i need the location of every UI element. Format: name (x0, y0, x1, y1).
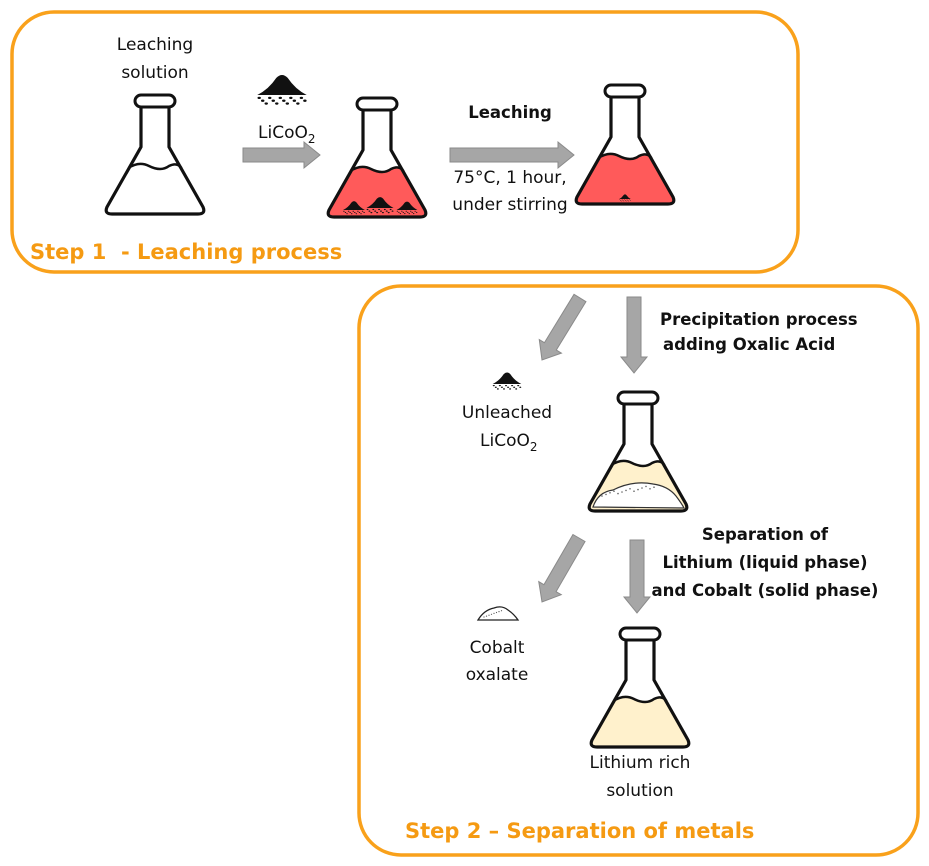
leaching-label: Leaching (468, 103, 552, 122)
arrow-add-licoo2 (242, 140, 321, 170)
flask-precipitation (587, 390, 689, 513)
flask-lithium-solution (589, 626, 691, 749)
powder-pile-icon (343, 201, 365, 215)
unleached-label: Unleached (462, 403, 552, 423)
powder-pile-icon (619, 194, 631, 202)
precipitation-1: Precipitation process (660, 310, 858, 329)
unleached-powder-icon (492, 372, 522, 390)
licoo2-powder-icon (257, 75, 307, 105)
arrow-precipitation (619, 296, 649, 374)
step2-frame (357, 284, 920, 857)
lithium-solution-1: Lithium rich (590, 753, 691, 773)
conditions-1: 75°C, 1 hour, (453, 168, 566, 188)
cobalt-oxalate-2: oxalate (466, 665, 529, 685)
leaching-solution-label-1: Leaching (117, 35, 193, 55)
separation-3: and Cobalt (solid phase) (652, 581, 879, 600)
step1-title: Step 1 - Leaching process (30, 240, 342, 264)
flask-leaching-solution (104, 93, 206, 216)
unleached-formula: LiCoO2 (480, 431, 538, 454)
arrow-separation (622, 539, 652, 614)
precipitation-2: adding Oxalic Acid (663, 335, 835, 354)
flask-leached (574, 83, 676, 206)
separation-1: Separation of (702, 525, 829, 544)
powder-pile-icon (396, 201, 418, 215)
leaching-solution-label-2: solution (121, 63, 188, 83)
reagent-label: LiCoO2 (258, 123, 316, 146)
powder-pile-icon (366, 197, 394, 214)
cobalt-oxalate-icon (476, 606, 520, 621)
lithium-solution-2: solution (606, 781, 673, 801)
flask-licoo2-added (326, 96, 428, 219)
conditions-2: under stirring (452, 195, 567, 215)
separation-2: Lithium (liquid phase) (662, 553, 867, 572)
arrow-unleached (538, 293, 587, 361)
arrow-cobalt-oxalate (538, 533, 586, 603)
arrow-leaching (449, 140, 575, 170)
step1-frame (10, 10, 800, 274)
cobalt-oxalate-1: Cobalt (470, 638, 525, 658)
step2-title: Step 2 – Separation of metals (405, 819, 754, 843)
